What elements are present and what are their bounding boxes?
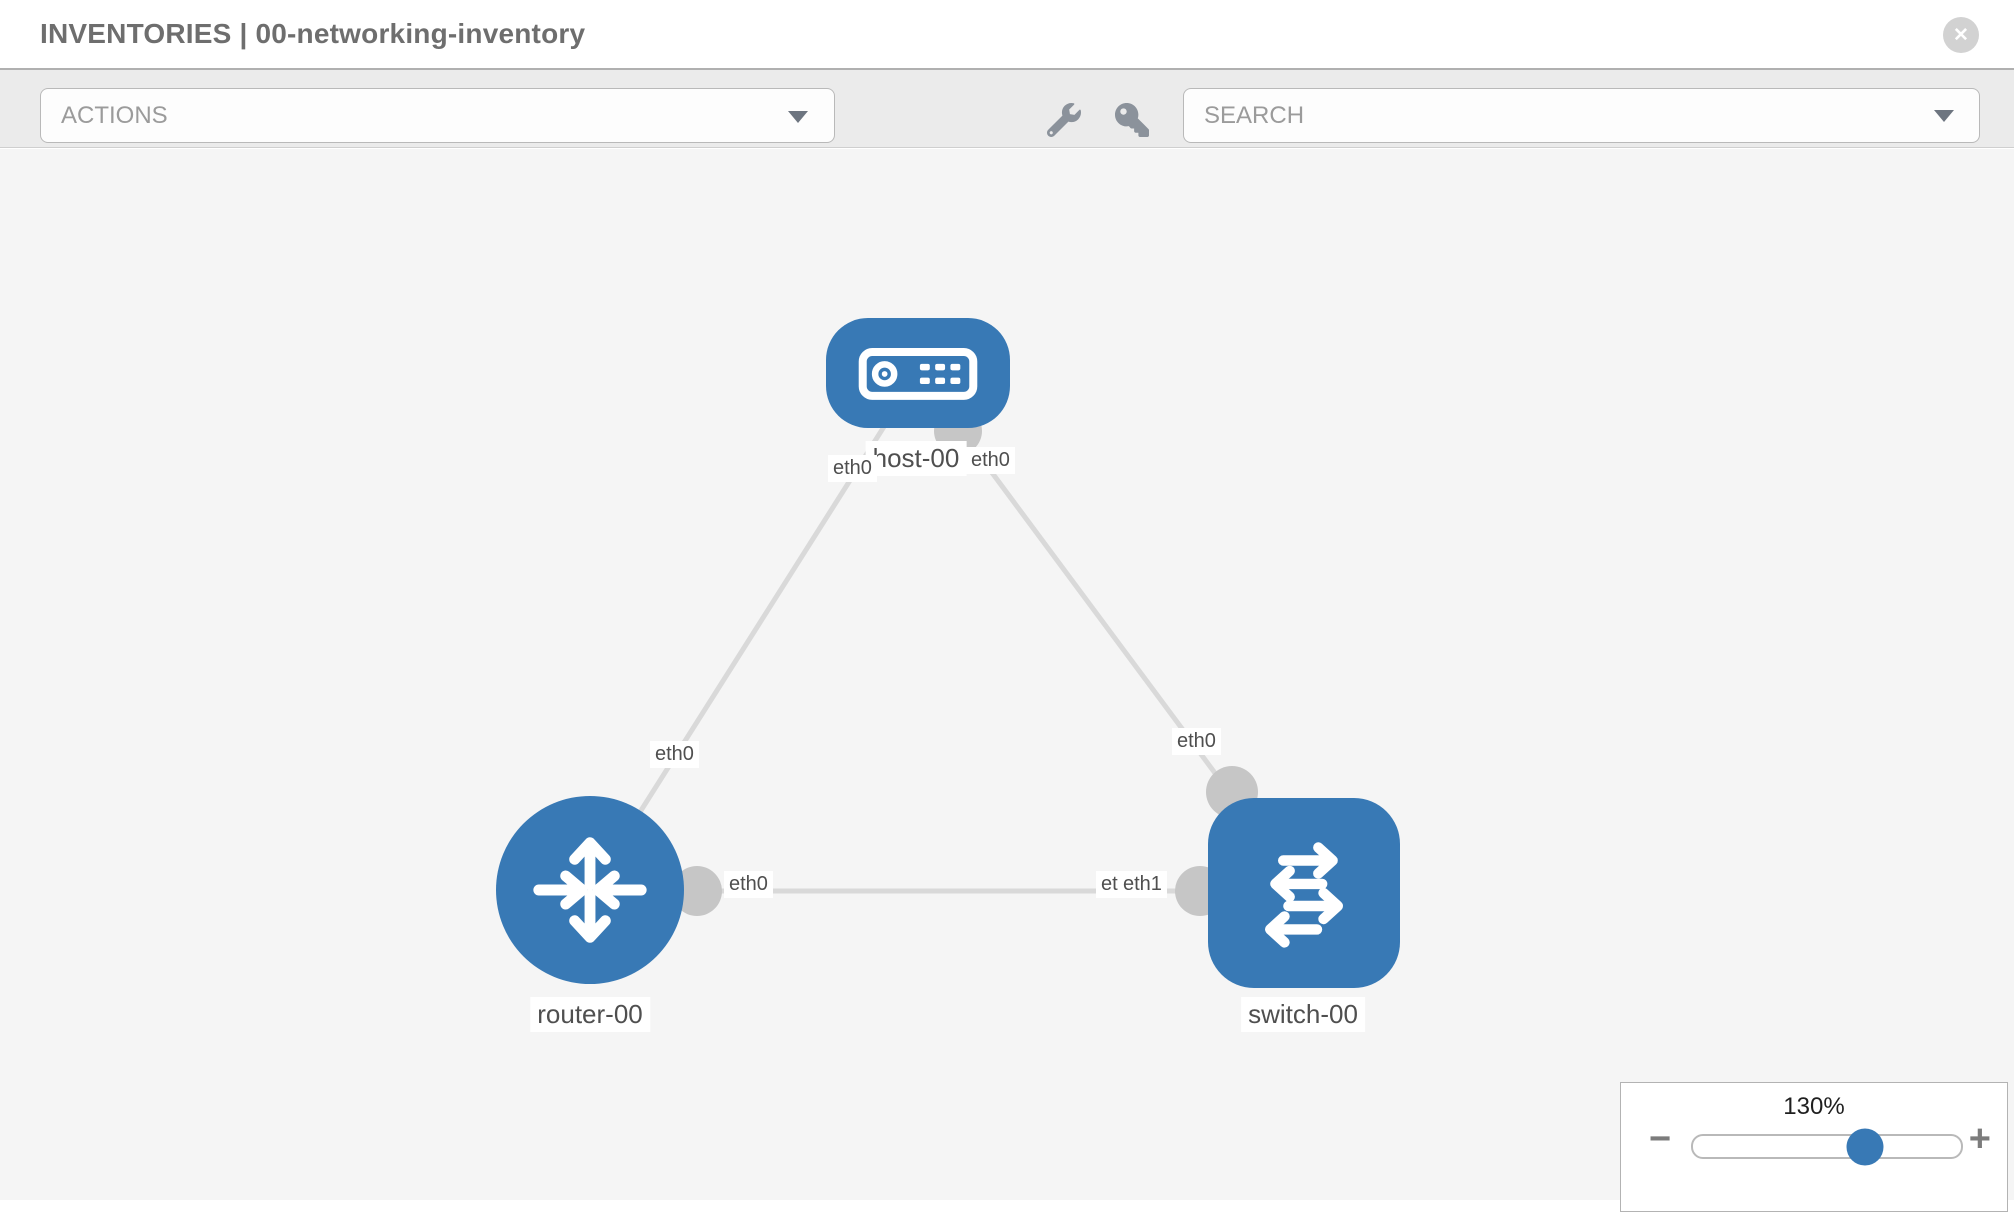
close-icon: ✕ xyxy=(1953,24,1969,46)
interface-label-switch-top: eth0 xyxy=(1172,728,1221,755)
router-icon xyxy=(533,837,647,943)
key-icon xyxy=(1115,103,1149,137)
configure-network-button[interactable] xyxy=(1042,98,1086,142)
interface-label-host-right: eth0 xyxy=(966,447,1015,474)
zoom-level: 130% xyxy=(1783,1093,1845,1120)
node-label-router: router-00 xyxy=(530,997,650,1032)
switch-icon xyxy=(1265,842,1343,948)
close-button[interactable]: ✕ xyxy=(1943,17,1979,53)
actions-dropdown[interactable]: ACTIONS xyxy=(40,88,835,143)
wrench-icon xyxy=(1047,103,1081,137)
actions-dropdown-label: ACTIONS xyxy=(61,101,168,129)
toolbar: ACTIONS xyxy=(0,68,2014,148)
node-router-00[interactable] xyxy=(496,796,684,984)
page-header: INVENTORIES | 00-networking-inventory ✕ xyxy=(0,0,2014,68)
zoom-in-button[interactable]: + xyxy=(1968,1118,1991,1160)
node-label-switch: switch-00 xyxy=(1241,997,1365,1032)
interface-label-mid-switch-over: eth1 xyxy=(1118,871,1167,898)
credentials-button[interactable] xyxy=(1110,98,1154,142)
topology-canvas[interactable]: host-00 router-00 switch-00 eth0 eth0 et… xyxy=(0,149,2014,1200)
page-title: INVENTORIES | 00-networking-inventory xyxy=(40,18,586,49)
chevron-down-icon xyxy=(788,111,808,123)
node-label-host: host-00 xyxy=(865,441,967,476)
search-input[interactable] xyxy=(1183,88,1980,143)
links-layer xyxy=(587,371,1307,916)
interface-label-host-left: eth0 xyxy=(828,455,877,482)
zoom-slider-thumb[interactable] xyxy=(1846,1128,1884,1165)
node-host-00[interactable] xyxy=(826,318,1010,428)
zoom-panel: 130% − + xyxy=(1620,1082,2008,1212)
zoom-row: − + xyxy=(1621,1119,2007,1165)
search-chevron-down-icon[interactable] xyxy=(1934,110,1954,122)
interface-label-router-top: eth0 xyxy=(650,741,699,768)
node-switch-00[interactable] xyxy=(1208,798,1400,988)
host-icon xyxy=(858,348,978,400)
interface-label-mid-router-side: eth0 xyxy=(724,871,773,898)
zoom-out-button[interactable]: − xyxy=(1649,1118,1672,1160)
zoom-slider[interactable] xyxy=(1691,1128,1963,1165)
link-endpoint-router xyxy=(672,866,722,916)
search-dropdown xyxy=(1183,88,1980,143)
